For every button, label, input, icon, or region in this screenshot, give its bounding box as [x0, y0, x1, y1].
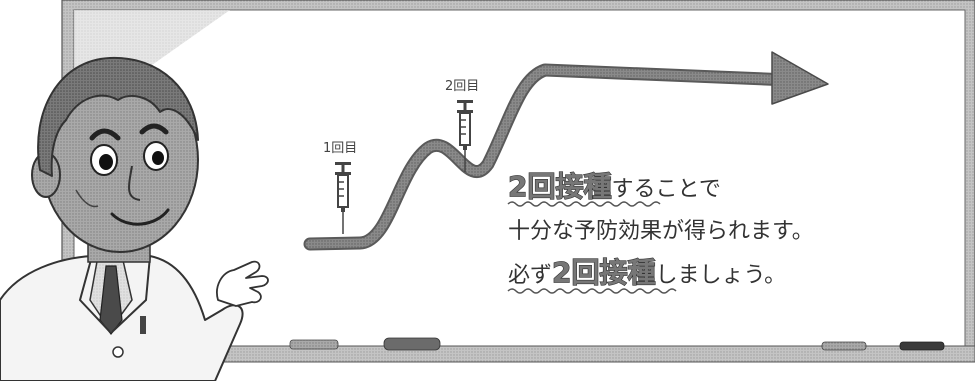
message-line-3-prefix: 必ず [508, 263, 552, 288]
message-line-1-highlight: 2回接種 [508, 170, 611, 203]
doctor-hand [216, 260, 269, 307]
doctor-eyebrow-right [139, 123, 169, 135]
doctor-nose [128, 165, 141, 201]
doctor-eyebrow-left [89, 128, 121, 141]
immunity-curve [303, 51, 829, 251]
message-line-3-highlight: 2回接種 [552, 256, 655, 289]
message-line-3: 必ず2回接種しましょう。 [508, 256, 786, 289]
doctor-cheek-line [75, 189, 99, 208]
marker-right-1 [821, 341, 867, 351]
message-line-1: 2回接種することで [508, 170, 721, 203]
eraser [383, 337, 441, 351]
syringe-second-dose-icon [457, 100, 473, 172]
first-dose-label: 1回目 [323, 141, 357, 156]
wavy-underline-1 [507, 201, 661, 207]
coat-lapel-left [78, 255, 111, 333]
doctor-pupil-left [99, 154, 113, 170]
doctor-hair [37, 56, 199, 177]
message-line-1-rest: することで [611, 177, 720, 202]
marker-left [289, 339, 339, 350]
second-dose-label: 2回目 [445, 79, 479, 94]
message-line-2: 十分な予防効果が得られます。 [508, 219, 814, 244]
arrow-head [771, 51, 829, 105]
coat-button [112, 346, 124, 358]
message-line-3-rest: しましょう。 [656, 263, 787, 288]
marker-right-2 [899, 341, 945, 351]
wavy-underline-2 [507, 288, 677, 294]
doctor-pupil-right [152, 151, 164, 165]
message: 2回接種することで 十分な予防効果が得られます。 必ず2回接種しましょう。 [507, 169, 814, 294]
syringe-first-dose-icon [335, 162, 351, 234]
pocket-pen [140, 316, 146, 334]
doctor-mouth [110, 208, 170, 226]
curve-line-fill [305, 65, 795, 249]
doctor-illustration [0, 56, 269, 381]
coat-lapel-right [111, 255, 151, 333]
